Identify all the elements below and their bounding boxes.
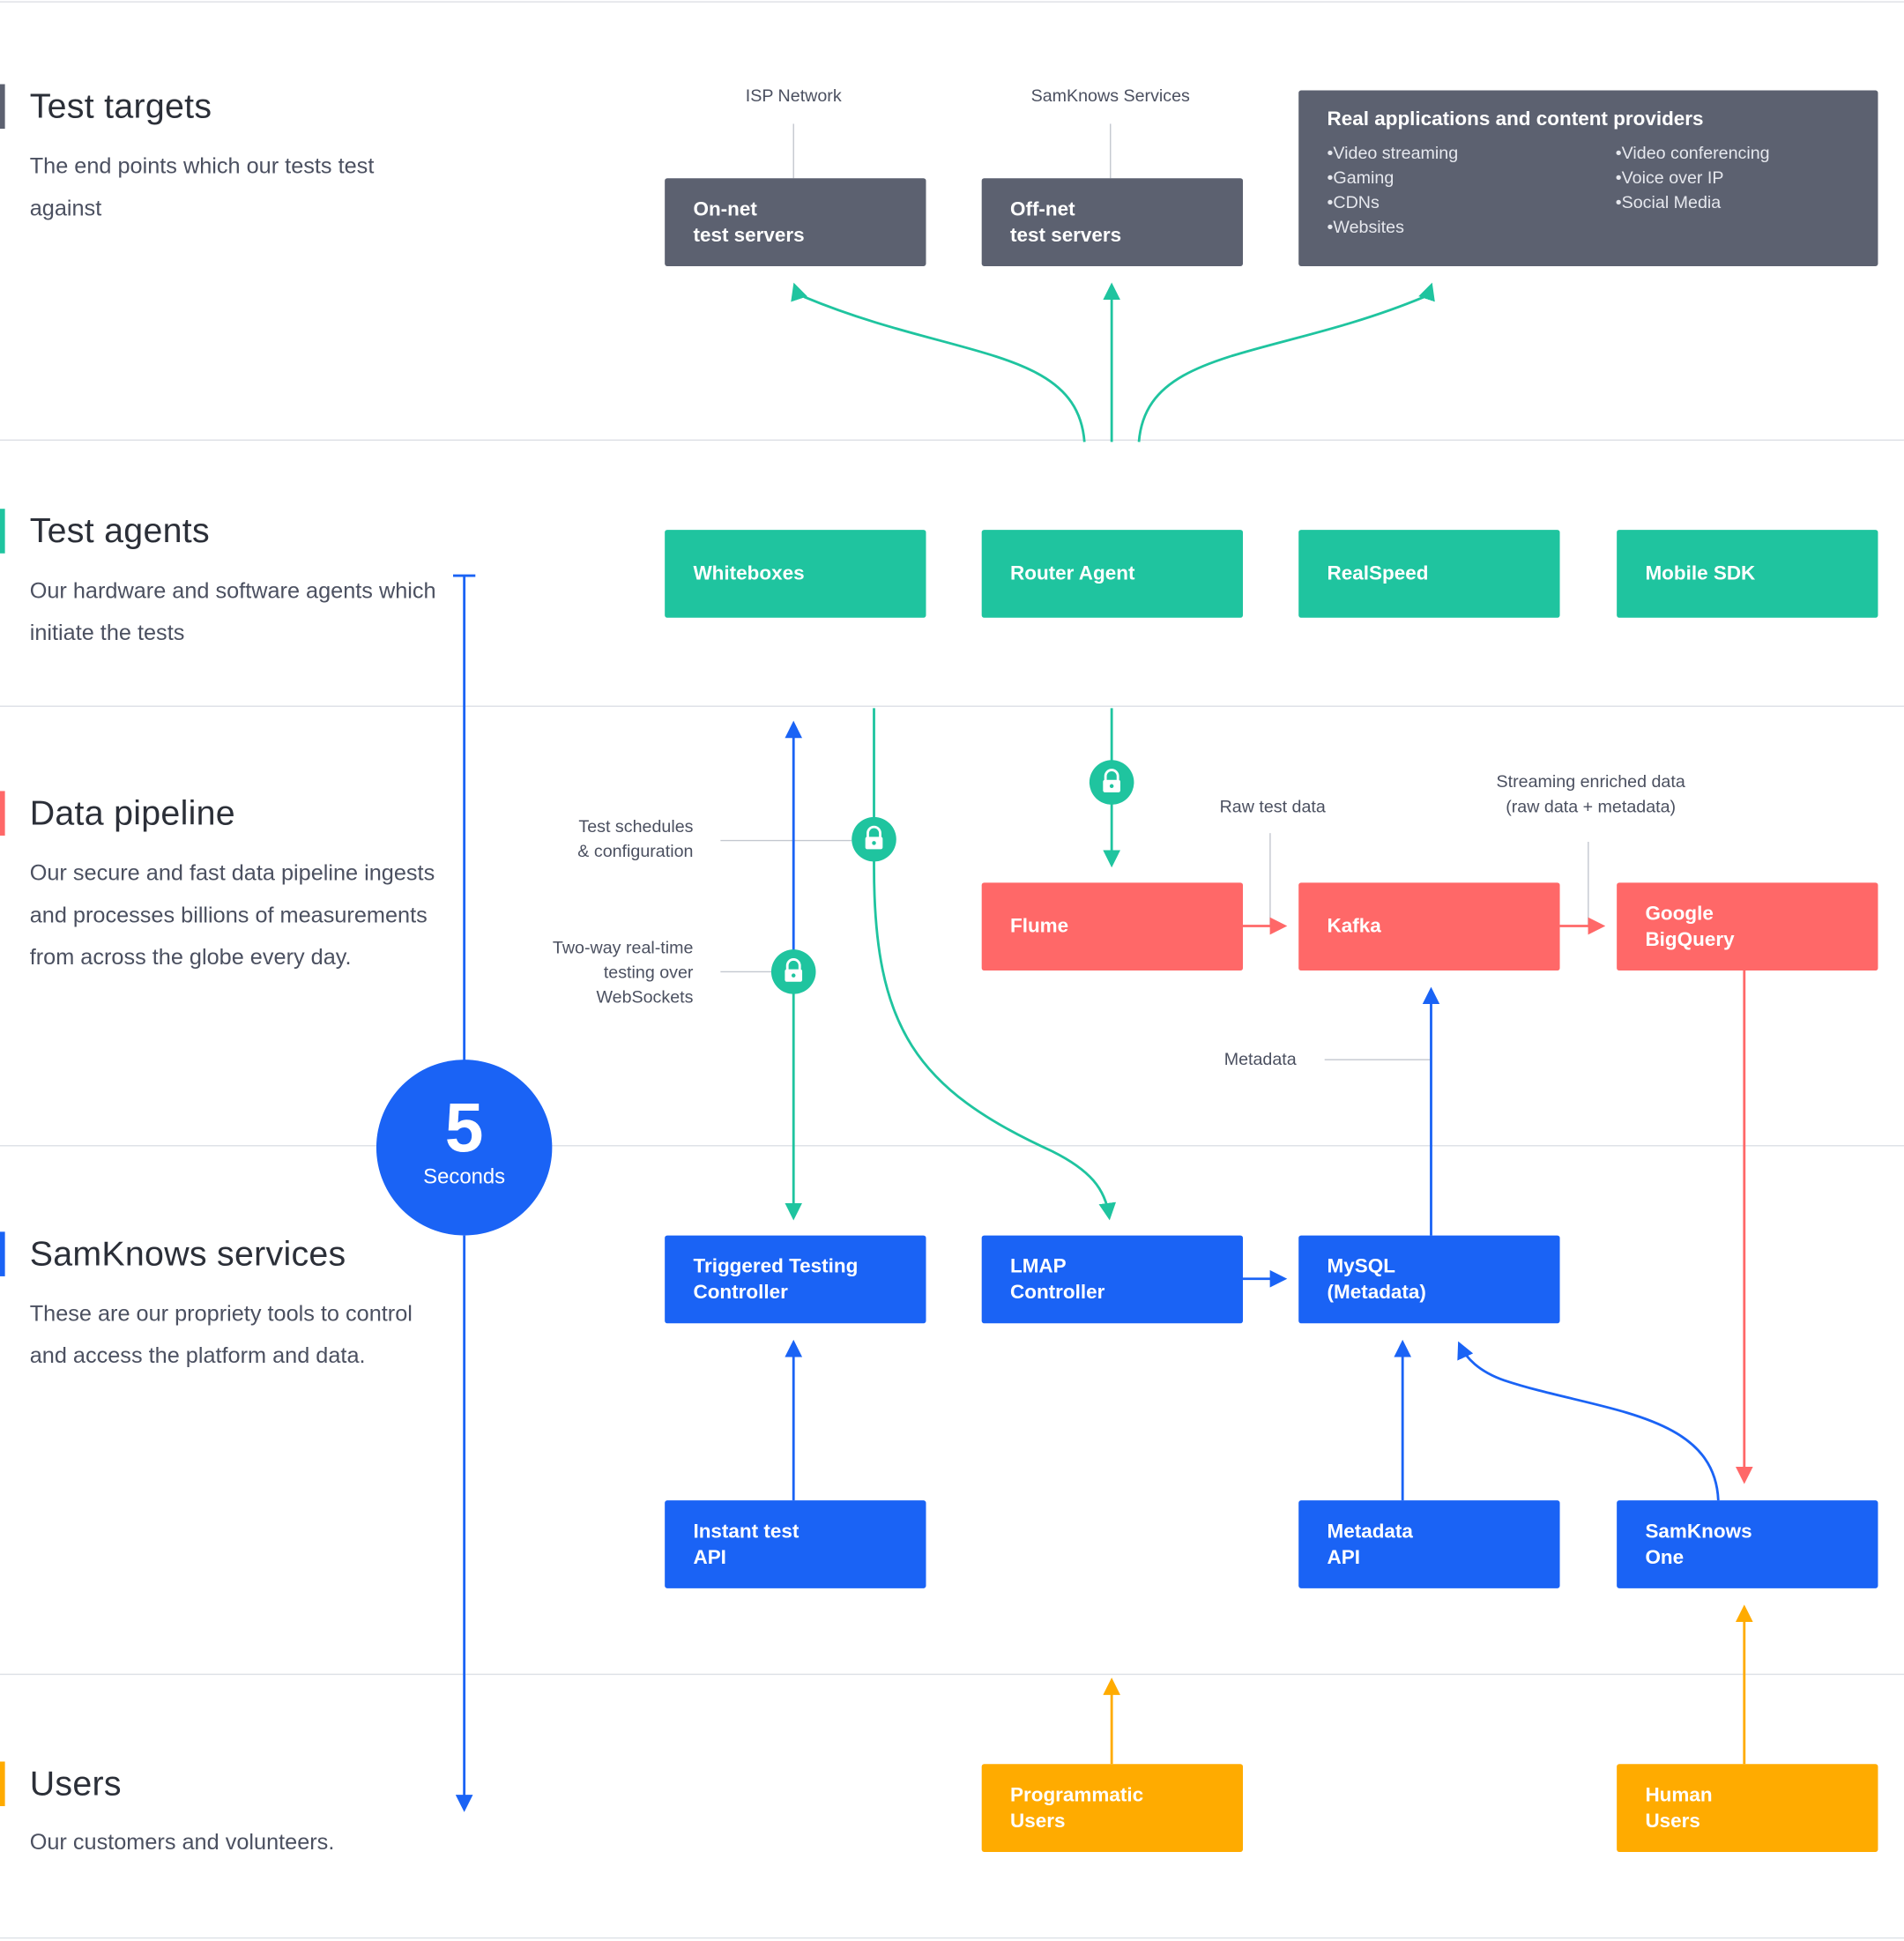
divider xyxy=(0,705,1904,707)
section-accent xyxy=(0,509,5,554)
box-label: Triggered Testing Controller xyxy=(693,1255,859,1304)
triggered-testing-controller-box: Triggered Testing Controller xyxy=(665,1235,926,1324)
box-label: MySQL (Metadata) xyxy=(1327,1255,1426,1304)
box-label: Google BigQuery xyxy=(1645,903,1735,950)
metadata-note: Metadata xyxy=(1223,1048,1297,1068)
whiteboxes-box: Whiteboxes xyxy=(665,530,926,618)
lmap-controller-box: LMAP Controller xyxy=(981,1235,1244,1324)
list-item: Video conferencing xyxy=(1616,140,1904,165)
section-accent xyxy=(0,1231,5,1276)
box-label: On-net test servers xyxy=(693,198,805,246)
timer-unit: Seconds xyxy=(423,1164,506,1189)
instant-test-api-box: Instant test API xyxy=(665,1500,926,1588)
section-desc-users: Our customers and volunteers. xyxy=(29,1829,335,1855)
box-label: Human Users xyxy=(1645,1784,1713,1832)
real-applications-box: Real applications and content providers … xyxy=(1298,90,1878,266)
list-item: CDNs xyxy=(1328,190,1616,214)
real-applications-title: Real applications and content providers xyxy=(1327,108,1704,130)
latency-timer-badge: 5 Seconds xyxy=(376,1060,553,1236)
lock-icon xyxy=(852,816,896,862)
list-item: Websites xyxy=(1328,214,1616,239)
realspeed-box: RealSpeed xyxy=(1298,530,1560,618)
box-label: Programmatic Users xyxy=(1009,1784,1144,1832)
kafka-box: Kafka xyxy=(1298,882,1560,971)
section-desc-test-targets: The end points which our tests test agai… xyxy=(29,153,375,220)
list-item: Voice over IP xyxy=(1616,165,1904,190)
programmatic-users-box: Programmatic Users xyxy=(981,1764,1244,1852)
section-accent xyxy=(0,1761,5,1807)
box-label: LMAP Controller xyxy=(1009,1255,1105,1304)
on-net-test-servers-box: On-net test servers xyxy=(665,178,926,266)
mysql-metadata-box: MySQL (Metadata) xyxy=(1298,1235,1560,1324)
flume-box: Flume xyxy=(981,882,1244,971)
box-label: Mobile SDK xyxy=(1645,563,1756,584)
box-label: Flume xyxy=(1009,916,1069,938)
websockets-note: Two-way real-time testing over WebSocket… xyxy=(552,937,694,1007)
isp-network-label: ISP Network xyxy=(745,85,842,106)
section-title-samknows-services: SamKnows services xyxy=(29,1234,346,1273)
google-bigquery-box: Google BigQuery xyxy=(1617,882,1878,971)
timer-value: 5 xyxy=(444,1088,484,1166)
list-item: Gaming xyxy=(1328,165,1616,190)
divider xyxy=(0,1673,1904,1676)
box-label: SamKnows One xyxy=(1645,1521,1752,1568)
section-title-data-pipeline: Data pipeline xyxy=(29,793,235,832)
section-desc-samknows-services: These are our propriety tools to control… xyxy=(29,1301,413,1368)
box-label: Instant test API xyxy=(693,1521,800,1568)
test-schedules-note: Test schedules & configuration xyxy=(577,815,694,861)
lock-icon xyxy=(1089,760,1134,805)
raw-test-data-note: Raw test data xyxy=(1219,796,1326,816)
metadata-api-box: Metadata API xyxy=(1298,1500,1560,1588)
section-accent xyxy=(0,84,5,130)
divider xyxy=(0,1145,1904,1147)
box-label: RealSpeed xyxy=(1327,563,1429,584)
box-label: Kafka xyxy=(1327,916,1381,938)
divider xyxy=(0,1,1904,3)
box-label: Router Agent xyxy=(1009,563,1135,584)
section-title-test-targets: Test targets xyxy=(29,86,212,125)
streaming-enriched-data-note: Streaming enriched data (raw data + meta… xyxy=(1496,770,1685,816)
off-net-test-servers-box: Off-net test servers xyxy=(981,178,1244,266)
section-title-test-agents: Test agents xyxy=(29,511,210,550)
real-applications-list: Video conferencing Voice over IP Social … xyxy=(1616,140,1904,239)
section-desc-test-agents: Our hardware and software agents which i… xyxy=(29,577,436,645)
list-item: Social Media xyxy=(1616,190,1904,214)
lock-icon xyxy=(770,949,816,994)
human-users-box: Human Users xyxy=(1617,1764,1878,1852)
samknows-one-box: SamKnows One xyxy=(1617,1500,1878,1588)
divider xyxy=(0,1937,1904,1939)
box-label: Whiteboxes xyxy=(693,563,805,584)
samknows-services-label: SamKnows Services xyxy=(1030,85,1190,106)
mobile-sdk-box: Mobile SDK xyxy=(1617,530,1878,618)
section-accent xyxy=(0,791,5,836)
box-label: Off-net test servers xyxy=(1009,198,1122,246)
list-item: Video streaming xyxy=(1328,140,1616,165)
box-label: Metadata API xyxy=(1327,1521,1413,1568)
real-applications-list: Video streaming Gaming CDNs Websites xyxy=(1328,140,1616,239)
section-title-users: Users xyxy=(29,1764,122,1803)
router-agent-box: Router Agent xyxy=(981,530,1244,618)
section-desc-data-pipeline: Our secure and fast data pipeline ingest… xyxy=(29,860,435,970)
divider xyxy=(0,439,1904,441)
